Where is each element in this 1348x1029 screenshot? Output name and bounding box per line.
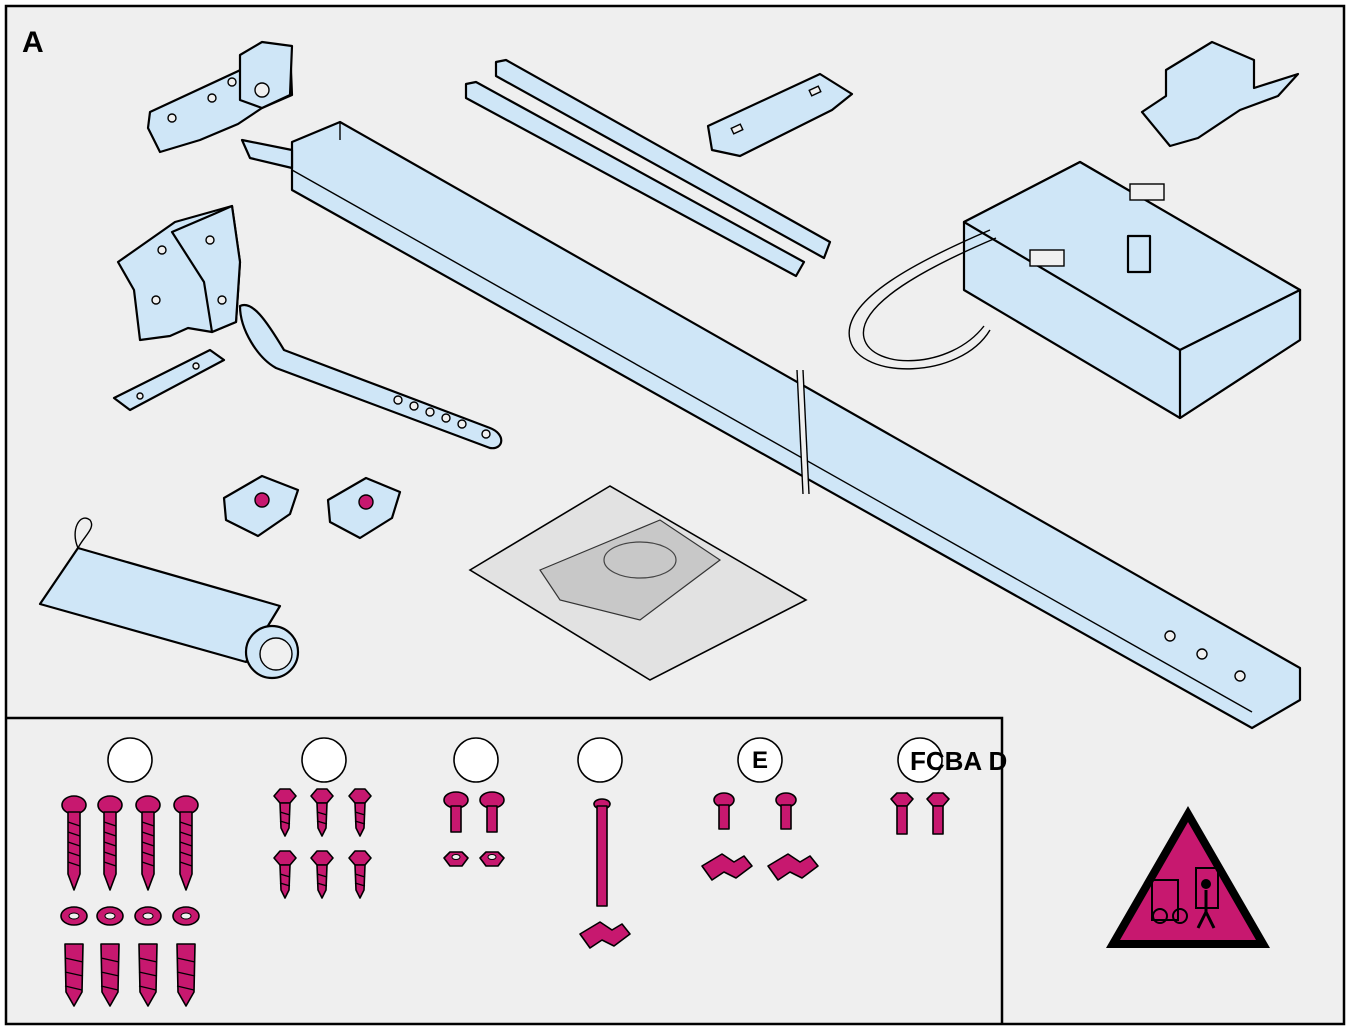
light-cover [706, 72, 854, 158]
opener-mounting-bracket [1140, 40, 1300, 148]
hardware-label-f [897, 737, 943, 783]
bolts-with-clips [701, 792, 819, 881]
emergency-release-cord [38, 517, 300, 680]
bagged-parts [468, 485, 808, 681]
door-arm [238, 303, 503, 450]
trolley-clip-right [326, 476, 402, 540]
small-bracket-plate [112, 348, 226, 412]
door-bracket [146, 40, 294, 154]
hardware-label-e: E [737, 737, 783, 783]
short-bolts [890, 792, 950, 835]
self-tapping-screws [273, 788, 372, 899]
header-bracket [116, 204, 242, 342]
bolts-and-nuts [443, 791, 505, 867]
hanger-strap-front [464, 80, 806, 278]
hardware-label-d [577, 737, 623, 783]
trolley-clip-left [222, 474, 300, 538]
clevis-pin [579, 798, 631, 949]
lag-screws [60, 795, 200, 1007]
overlay-label: FCBA D [910, 746, 1007, 776]
motor-unit [848, 160, 1302, 420]
rail [240, 120, 1302, 730]
panel-letter: A [22, 26, 44, 59]
hardware-label-a [107, 737, 153, 783]
hanger-strap-back [494, 58, 832, 260]
hardware-label-c [453, 737, 499, 783]
hardware-panel-border [6, 716, 1004, 1024]
svg-text:E: E [752, 747, 768, 774]
hardware-label-b [301, 737, 347, 783]
warning-triangle-icon [1106, 806, 1270, 948]
